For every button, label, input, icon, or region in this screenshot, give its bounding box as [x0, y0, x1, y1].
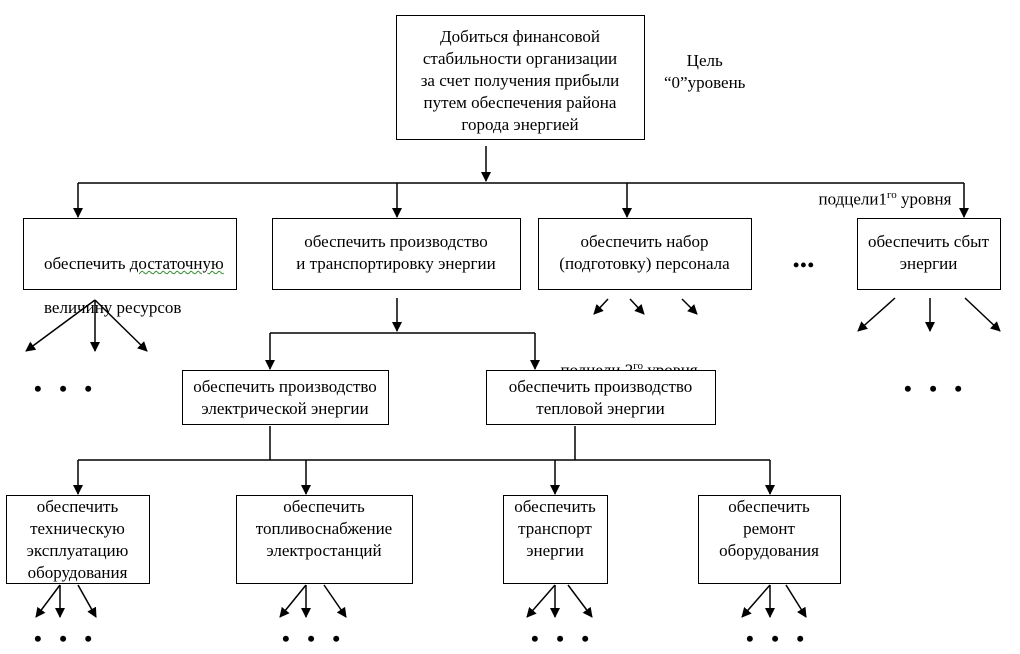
goal-box: Добиться финансовой стабильности организ…	[396, 15, 645, 140]
resources-text-underlined: достаточную	[129, 254, 224, 273]
resources-box: обеспечить достаточную величину ресурсов	[23, 218, 237, 317]
fuel-supply-text: обеспечить топливоснабжение электростанц…	[255, 497, 393, 560]
goal-text: Добиться финансовой стабильности организ…	[420, 27, 620, 134]
level1-caption-base: подцели1	[818, 189, 887, 209]
ellipsis-fuel: • • •	[282, 626, 347, 651]
ellipsis-middle: •••	[793, 255, 815, 275]
resources-text-pre: обеспечить	[44, 254, 130, 273]
fuel-supply-box: обеспечить топливоснабжение электростанц…	[236, 495, 413, 584]
repair-box: обеспечить ремонт оборудования	[698, 495, 841, 584]
maintenance-box: обеспечить техническую эксплуатацию обор…	[6, 495, 150, 584]
energy-transport-text: обеспечить транспорт энергии	[514, 497, 596, 560]
production-transport-text: обеспечить производство и транспортировк…	[296, 232, 496, 273]
energy-transport-box: обеспечить транспорт энергии	[503, 495, 608, 584]
level1-caption-sup: го	[886, 189, 897, 201]
production-transport-box: обеспечить производство и транспортировк…	[272, 218, 521, 290]
resources-text: обеспечить достаточную величину ресурсов	[27, 231, 224, 341]
electric-energy-text: обеспечить производство электрической эн…	[193, 377, 377, 418]
sales-box: обеспечить сбыт энергии	[857, 218, 1001, 290]
ellipsis-resources: • • •	[34, 376, 99, 401]
ellipsis-sales: • • •	[904, 376, 969, 401]
electric-energy-box: обеспечить производство электрической эн…	[182, 370, 389, 425]
repair-text: обеспечить ремонт оборудования	[719, 497, 819, 560]
resources-text-line2: величину ресурсов	[44, 298, 182, 317]
ellipsis-transport: • • •	[531, 626, 596, 651]
maintenance-text: обеспечить техническую эксплуатацию обор…	[26, 497, 129, 582]
thermal-energy-text: обеспечить производство тепловой энергии	[508, 377, 693, 418]
personnel-text: обеспечить набор (подготовку) персонала	[559, 232, 730, 273]
goal-level-label: Цель “0”уровень	[664, 51, 746, 92]
level1-caption: подцели1го уровня	[810, 162, 952, 211]
ellipsis-repair: • • •	[746, 626, 811, 651]
ellipsis-maintenance: • • •	[34, 626, 99, 651]
personnel-box: обеспечить набор (подготовку) персонала	[538, 218, 752, 290]
sales-text: обеспечить сбыт энергии	[868, 232, 989, 273]
thermal-energy-box: обеспечить производство тепловой энергии	[486, 370, 716, 425]
level1-caption-tail: уровня	[896, 189, 952, 209]
level2-caption-sup: го	[633, 360, 643, 372]
